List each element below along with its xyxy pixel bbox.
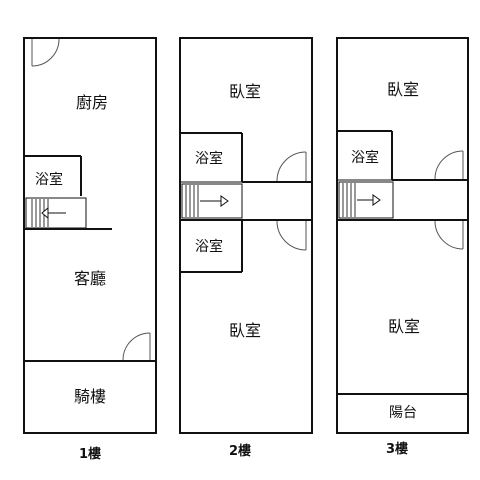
floor-3-outline — [336, 37, 469, 434]
floor-2-bedroom-bottom-label: 臥室 — [229, 321, 261, 340]
floor-2-outline — [179, 37, 313, 434]
floor-3-bedroom-top-label: 臥室 — [387, 80, 419, 99]
floor-3-door-upper — [434, 150, 464, 180]
floor-2-door-upper — [276, 151, 307, 182]
floor-3-stairs — [338, 181, 394, 219]
floor-2-bedroom-top-label: 臥室 — [229, 82, 261, 101]
floor-1-label: 1樓 — [79, 446, 101, 462]
floor-3-bath-label: 浴室 — [351, 149, 379, 166]
floor-1-plan: 廚房 浴室 客廳 騎樓 1樓 — [23, 37, 157, 462]
arcade-label: 騎樓 — [74, 387, 106, 406]
floor-3-door-lower — [434, 220, 464, 250]
floor-2-door-lower — [276, 220, 307, 251]
balcony-label: 陽台 — [389, 405, 417, 421]
floor-1-door-top — [31, 38, 60, 67]
floor-3-bedroom-bottom-label: 臥室 — [388, 317, 420, 336]
floor-2-stairs — [181, 183, 243, 219]
floor-2-bath-top-label: 浴室 — [195, 150, 223, 167]
floor-1-bath-label: 浴室 — [35, 171, 63, 188]
living-room-label: 客廳 — [74, 269, 106, 288]
kitchen-label: 廚房 — [76, 93, 108, 112]
floor-2-bath-bottom-label: 浴室 — [195, 238, 223, 255]
floor-1-door-bottom — [122, 332, 151, 361]
floor-3-plan: 臥室 浴室 臥室 陽台 3樓 — [336, 37, 469, 457]
floor-2-label: 2樓 — [229, 443, 251, 459]
floor-2-plan: 臥室 浴室 浴室 臥室 2樓 — [179, 37, 313, 459]
floor-1-outline — [23, 37, 157, 434]
floor-3-label: 3樓 — [386, 441, 408, 457]
floor-1-stairs — [25, 197, 87, 229]
